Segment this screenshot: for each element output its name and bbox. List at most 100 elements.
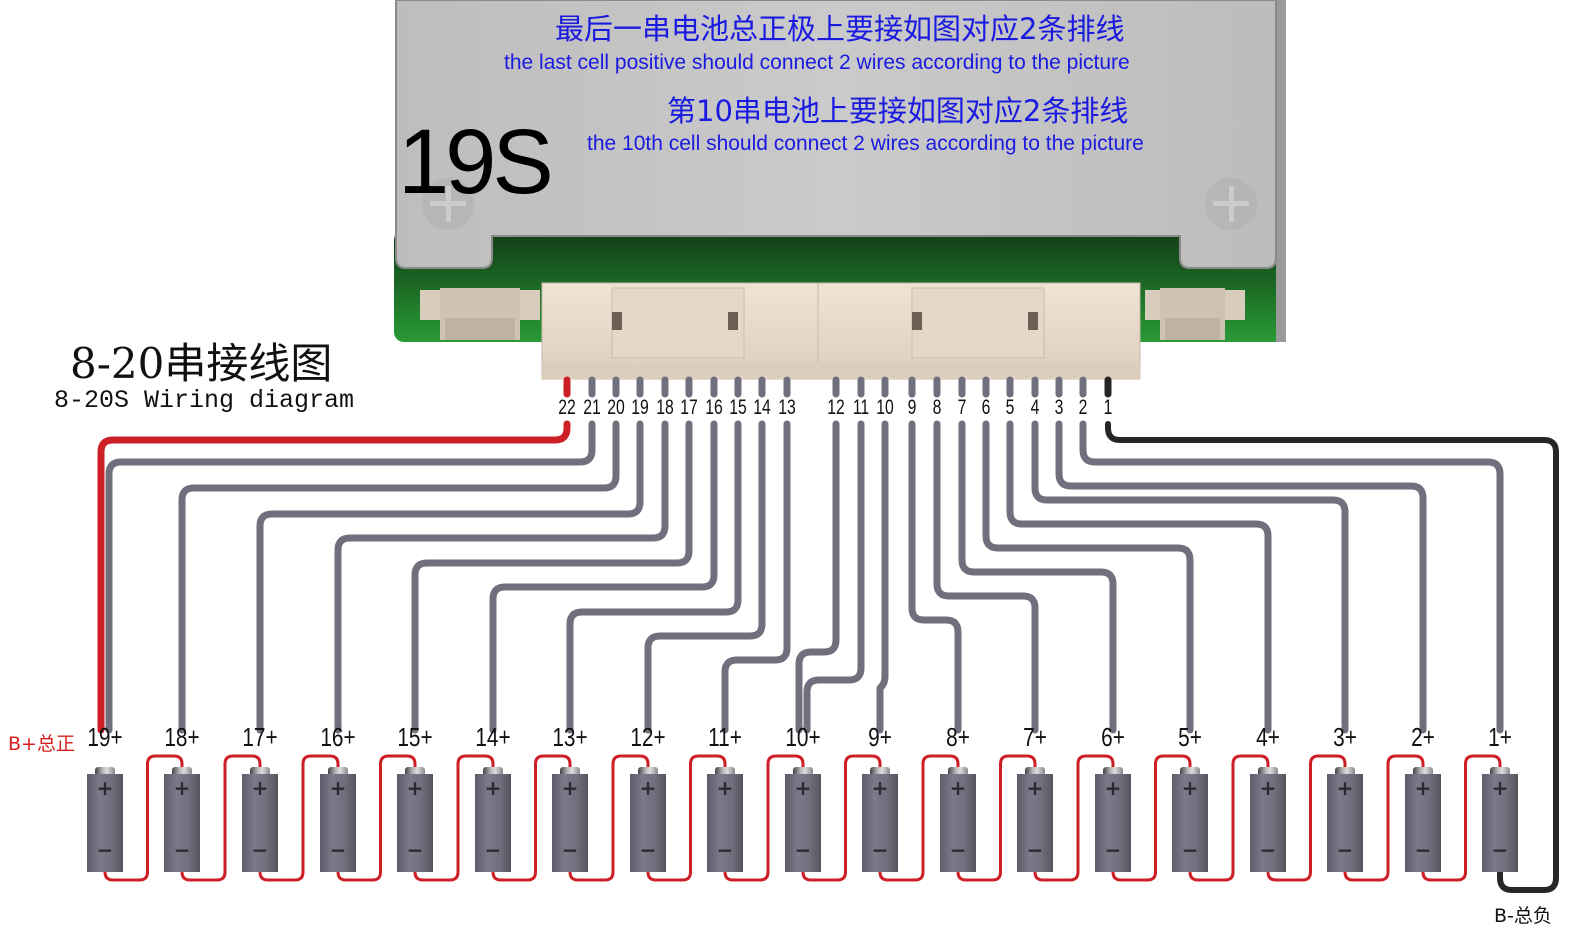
wire-pin-21 (105, 420, 596, 734)
cell-label-12+: 12+ (630, 722, 666, 752)
minus-icon: − (794, 838, 812, 862)
battery-cell: +− (1095, 774, 1131, 872)
cell-terminal-cap (715, 767, 735, 775)
cell-label-6+: 6+ (1101, 722, 1125, 752)
series-link (1421, 754, 1502, 882)
battery-cell: +− (397, 774, 433, 872)
minus-icon: − (1026, 838, 1044, 862)
cell-terminal-cap (250, 767, 270, 775)
cell-terminal-cap (172, 767, 192, 775)
battery-cell: +− (1250, 774, 1286, 872)
minus-icon: − (1104, 838, 1122, 862)
battery-cell: +− (1017, 774, 1053, 872)
side-connector-right (1145, 288, 1245, 340)
cell-label-10+: 10+ (785, 722, 821, 752)
b-plus-terminal-label: B+总正 (8, 733, 75, 755)
wire-harness (97, 376, 1559, 893)
wire-pin-19 (256, 420, 644, 734)
cell-label-13+: 13+ (552, 722, 588, 752)
series-link (1033, 754, 1115, 882)
cell-terminal-cap (1180, 767, 1200, 775)
cell-label-7+: 7+ (1023, 722, 1047, 752)
minus-icon: − (871, 838, 889, 862)
battery-cell: +− (1327, 774, 1363, 872)
minus-icon: − (251, 838, 269, 862)
battery-cell: +− (87, 774, 123, 872)
minus-icon: − (173, 838, 191, 862)
note-10th-cell-cn: 第10串电池上要接如图对应2条排线 (667, 94, 1129, 128)
screw-right-icon (1205, 178, 1257, 230)
plus-icon: + (1181, 776, 1199, 800)
wire-pin-11 (803, 420, 865, 734)
minus-icon: − (639, 838, 657, 862)
cell-terminal-cap (1258, 767, 1278, 775)
battery-cell: +− (475, 774, 511, 872)
cell-terminal-cap (948, 767, 968, 775)
minus-icon: − (1491, 838, 1509, 862)
cell-label-11+: 11+ (708, 722, 742, 752)
cell-label-14+: 14+ (475, 722, 511, 752)
wire-pin-3 (1055, 420, 1427, 734)
cell-label-15+: 15+ (397, 722, 433, 752)
plus-icon: + (406, 776, 424, 800)
wire-pin-17 (411, 420, 693, 734)
cell-label-3+: 3+ (1333, 722, 1357, 752)
series-link (258, 754, 340, 882)
pin-label-18: 18 (656, 396, 674, 419)
wire-pin-13 (721, 420, 791, 734)
cell-label-18+: 18+ (164, 722, 200, 752)
cell-terminal-cap (870, 767, 890, 775)
wire-b-minus (1105, 421, 1559, 893)
cell-terminal-cap (483, 767, 503, 775)
cell-label-19+: 19+ (87, 722, 123, 752)
cell-label-8+: 8+ (946, 722, 970, 752)
note-10th-cell-en: the 10th cell should connect 2 wires acc… (587, 132, 1144, 155)
pin-label-13: 13 (778, 396, 796, 419)
pin-label-8: 8 (932, 396, 942, 419)
minus-icon: − (406, 838, 424, 862)
wire-pin-10 (876, 420, 889, 734)
minus-icon: − (96, 838, 114, 862)
minus-icon: − (1259, 838, 1277, 862)
plus-icon: + (794, 776, 812, 800)
pin-label-16: 16 (705, 396, 723, 419)
series-link (568, 754, 650, 882)
series-link (723, 754, 805, 882)
cell-label-17+: 17+ (242, 722, 278, 752)
plus-icon: + (1491, 776, 1509, 800)
minus-icon: − (484, 838, 502, 862)
pin-label-5: 5 (1005, 396, 1015, 419)
minus-icon: − (561, 838, 579, 862)
series-link (801, 754, 882, 882)
pin-label-1: 1 (1103, 396, 1113, 419)
wire-pin-7 (958, 420, 1117, 734)
series-link (956, 754, 1037, 882)
plus-icon: + (949, 776, 967, 800)
pin-label-14: 14 (753, 396, 771, 419)
plus-icon: + (716, 776, 734, 800)
wire-pin-2 (1079, 420, 1504, 734)
pin-label-9: 9 (907, 396, 917, 419)
pin-label-4: 4 (1030, 396, 1040, 419)
cell-terminal-cap (95, 767, 115, 775)
wire-pin-18 (334, 420, 669, 734)
cell-terminal-cap (1490, 767, 1510, 775)
minus-icon: − (1414, 838, 1432, 862)
series-link (413, 754, 495, 882)
plus-icon: + (1259, 776, 1277, 800)
minus-icon: − (716, 838, 734, 862)
cell-label-16+: 16+ (320, 722, 356, 752)
pin-label-6: 6 (981, 396, 991, 419)
main-connector (541, 282, 1141, 380)
wire-pin-12 (795, 420, 840, 734)
cell-terminal-cap (1413, 767, 1433, 775)
series-link (336, 754, 417, 882)
battery-cell: +− (862, 774, 898, 872)
battery-cell: +− (630, 774, 666, 872)
pin-label-7: 7 (957, 396, 967, 419)
plus-icon: + (1414, 776, 1432, 800)
pin-label-21: 21 (583, 396, 601, 419)
pin-label-19: 19 (631, 396, 649, 419)
wire-pin-14 (644, 420, 766, 734)
